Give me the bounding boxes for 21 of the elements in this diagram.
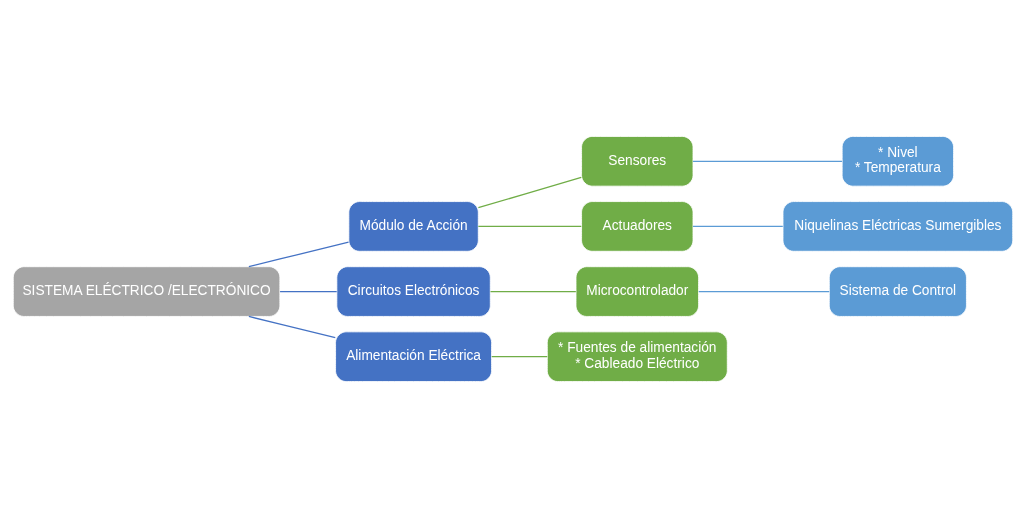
connector <box>691 225 783 227</box>
node-box: Microcontrolador <box>575 265 699 317</box>
node-box: * Nivel * Temperatura <box>841 135 954 187</box>
node-box: Niquelinas Eléctricas Sumergibles <box>782 200 1013 252</box>
connector <box>477 225 582 227</box>
connector <box>490 355 548 357</box>
node-box: Alimentación Eléctrica <box>334 330 492 382</box>
node-box: Sensores <box>580 135 693 187</box>
node-box: Sistema de Control <box>828 265 967 317</box>
node-box: Actuadores <box>580 200 693 252</box>
connector <box>247 241 349 267</box>
connector <box>477 176 582 208</box>
node-box: SISTEMA ELÉCTRICO /ELECTRÓNICO <box>12 265 280 317</box>
connector <box>247 315 336 338</box>
connector <box>691 160 843 162</box>
connector <box>697 290 830 292</box>
node-box: Circuitos Electrónicos <box>335 265 491 317</box>
connector <box>278 290 337 292</box>
connector <box>489 290 576 292</box>
node-box: Módulo de Acción <box>347 200 479 252</box>
node-box: * Fuentes de alimentación * Cableado Eléctrico <box>546 330 728 382</box>
